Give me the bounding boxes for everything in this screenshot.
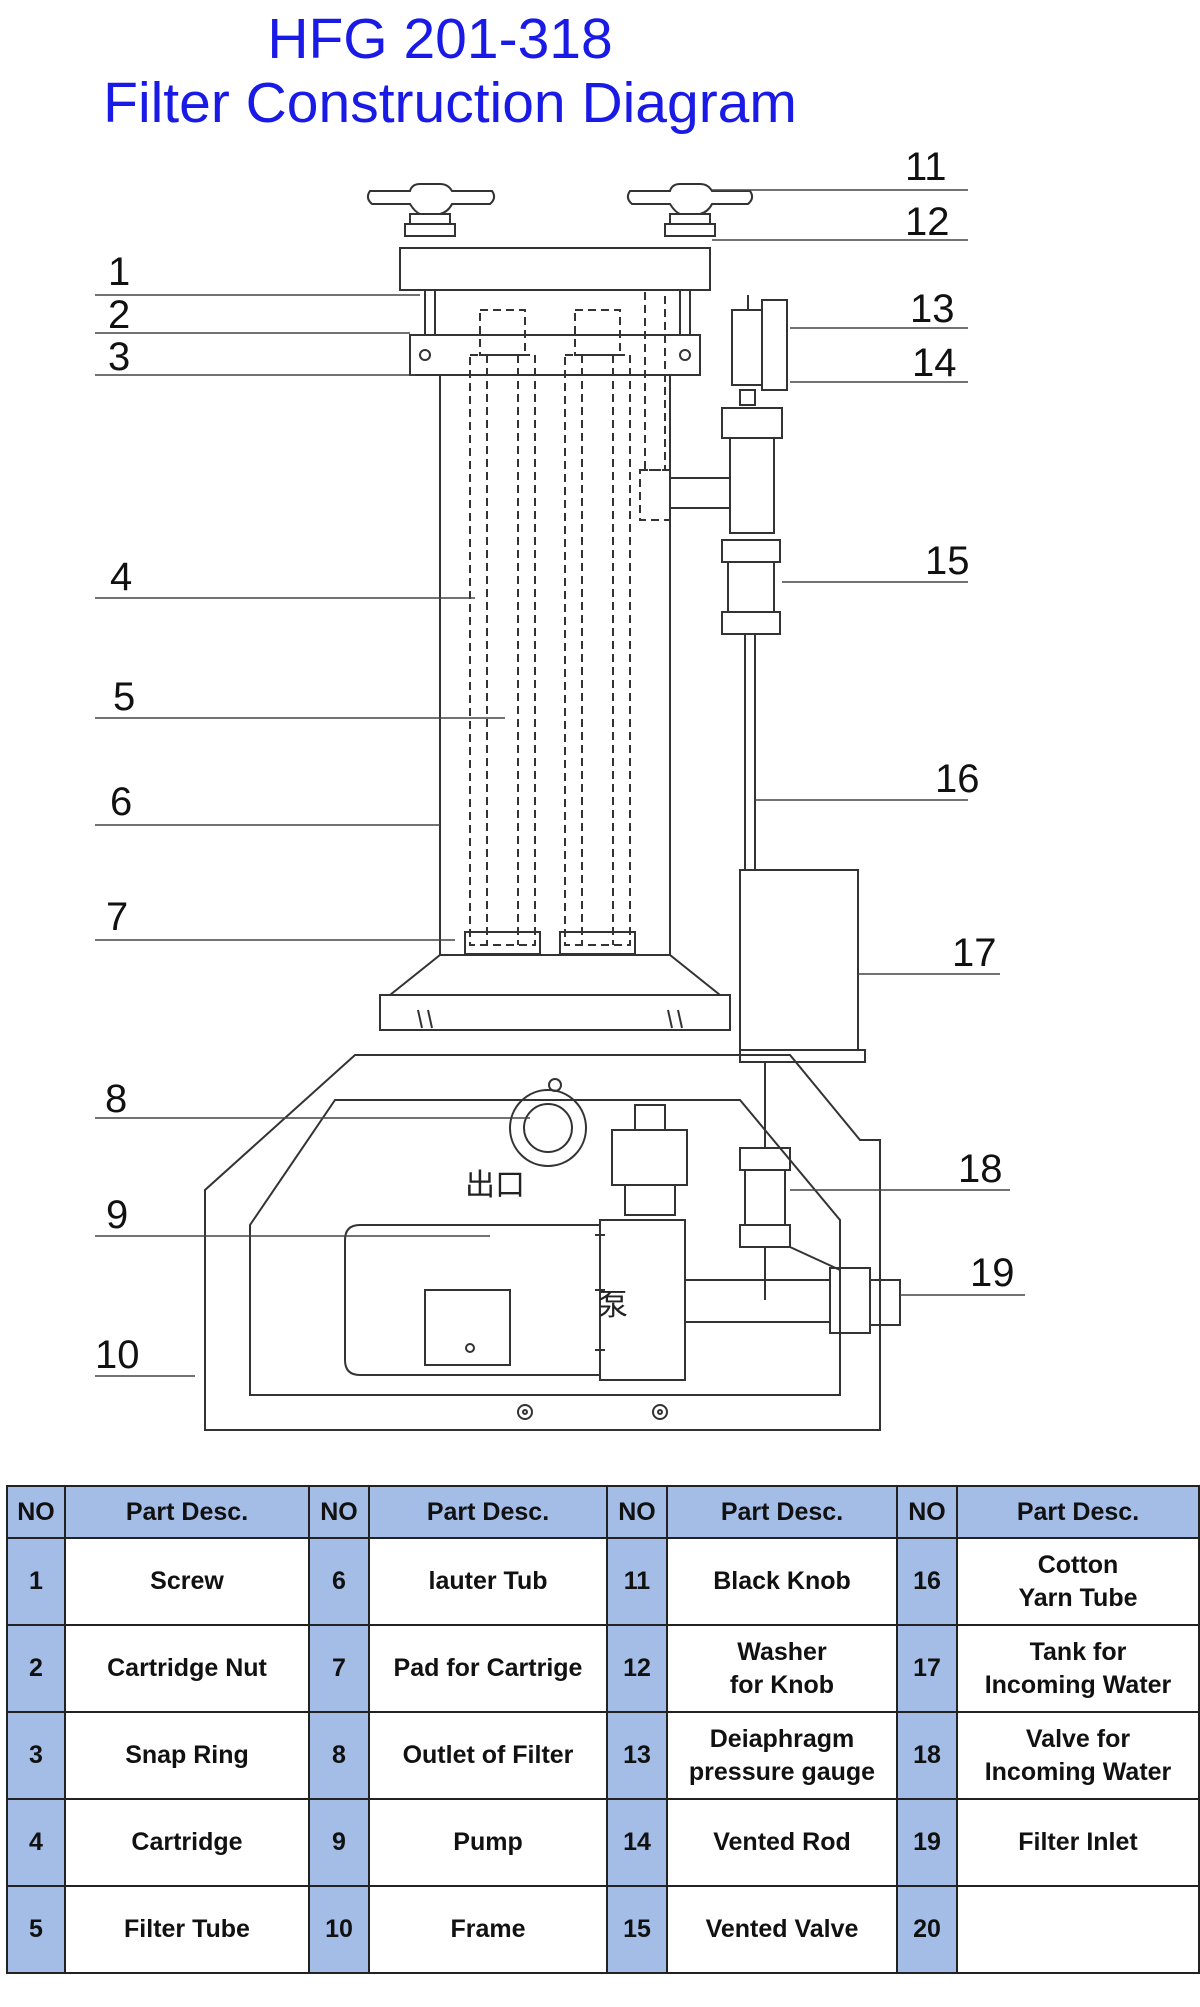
part-number-cell: 4 [6, 1798, 66, 1887]
part-number-cell: 11 [606, 1537, 668, 1626]
label-17: 17 [952, 931, 997, 975]
part-description-cell: Washer for Knob [666, 1624, 898, 1713]
part-number-cell: 6 [308, 1537, 370, 1626]
part-description-cell: Vented Rod [666, 1798, 898, 1887]
table-header-row: NO Part Desc. NO Part Desc. NO Part Desc… [6, 1485, 1200, 1539]
header-part-desc: Part Desc. [956, 1485, 1200, 1539]
label-11: 11 [905, 145, 947, 189]
part-number-cell: 19 [896, 1798, 958, 1887]
label-1: 1 [108, 250, 130, 294]
label-12: 12 [905, 200, 950, 244]
filter-outlet [509, 1089, 587, 1167]
part-description-cell: Filter Inlet [956, 1798, 1200, 1887]
label-9: 9 [106, 1193, 128, 1237]
label-13: 13 [910, 287, 955, 331]
parts-table: NO Part Desc. NO Part Desc. NO Part Desc… [6, 1485, 1200, 1974]
frame [204, 1054, 881, 1431]
part-number-cell: 18 [896, 1711, 958, 1800]
header-part-desc: Part Desc. [666, 1485, 898, 1539]
part-description-cell: Deiaphragm pressure gauge [666, 1711, 898, 1800]
black-knob-left [366, 183, 496, 237]
part-number-cell: 9 [308, 1798, 370, 1887]
diagram-title-line2: Filter Construction Diagram [103, 71, 797, 135]
label-19: 19 [970, 1251, 1015, 1295]
cartridges [469, 289, 671, 946]
header-no: NO [6, 1485, 66, 1539]
label-8: 8 [105, 1077, 127, 1121]
part-number-cell: 7 [308, 1624, 370, 1713]
part-description-cell: Snap Ring [64, 1711, 310, 1800]
pump [344, 1219, 686, 1381]
part-description-cell: Cartridge [64, 1798, 310, 1887]
part-description-cell: Filter Tube [64, 1885, 310, 1974]
label-3: 3 [108, 335, 130, 379]
incoming-water-tank [739, 869, 859, 1051]
header-no: NO [896, 1485, 958, 1539]
part-description-cell: Tank for Incoming Water [956, 1624, 1200, 1713]
part-description-cell: Cartridge Nut [64, 1624, 310, 1713]
header-part-desc: Part Desc. [368, 1485, 608, 1539]
part-description-cell [956, 1885, 1200, 1974]
label-14: 14 [912, 341, 957, 385]
header-no: NO [606, 1485, 668, 1539]
outlet-text: 出口 [465, 1168, 525, 1203]
part-number-cell: 10 [308, 1885, 370, 1974]
part-description-cell: Outlet of Filter [368, 1711, 608, 1800]
label-7: 7 [106, 895, 128, 939]
part-description-cell: Pump [368, 1798, 608, 1887]
part-description-cell: Cotton Yarn Tube [956, 1537, 1200, 1626]
diagram-title-line1: HFG 201-318 [267, 7, 613, 71]
part-description-cell: Vented Valve [666, 1885, 898, 1974]
header-no: NO [308, 1485, 370, 1539]
part-description-cell: Frame [368, 1885, 608, 1974]
label-15: 15 [925, 539, 970, 583]
black-knob-right [626, 183, 754, 237]
label-10: 10 [95, 1333, 140, 1377]
pump-text: 泵 [598, 1288, 628, 1323]
part-description-cell: Screw [64, 1537, 310, 1626]
part-number-cell: 3 [6, 1711, 66, 1800]
header-part-desc: Part Desc. [64, 1485, 310, 1539]
part-number-cell: 1 [6, 1537, 66, 1626]
part-description-cell: Pad for Cartrige [368, 1624, 608, 1713]
part-number-cell: 2 [6, 1624, 66, 1713]
part-number-cell: 14 [606, 1798, 668, 1887]
label-5: 5 [113, 675, 135, 719]
part-number-cell: 12 [606, 1624, 668, 1713]
lauter-tub [439, 374, 671, 956]
label-16: 16 [935, 757, 980, 801]
snap-ring [409, 334, 701, 376]
label-18: 18 [958, 1147, 1003, 1191]
filter-construction-drawing: 1 2 3 4 5 6 7 8 9 10 11 12 13 14 15 16 1… [95, 145, 1025, 1431]
label-2: 2 [108, 293, 130, 337]
part-description-cell: Valve for Incoming Water [956, 1711, 1200, 1800]
part-description-cell: Black Knob [666, 1537, 898, 1626]
pressure-gauge [731, 295, 788, 406]
part-number-cell: 17 [896, 1624, 958, 1713]
part-number-cell: 13 [606, 1711, 668, 1800]
part-number-cell: 20 [896, 1885, 958, 1974]
part-number-cell: 16 [896, 1537, 958, 1626]
top-cover-plate [399, 247, 711, 291]
part-number-cell: 8 [308, 1711, 370, 1800]
part-number-cell: 5 [6, 1885, 66, 1974]
label-6: 6 [110, 780, 132, 824]
part-description-cell: lauter Tub [368, 1537, 608, 1626]
label-4: 4 [110, 555, 132, 599]
part-number-cell: 15 [606, 1885, 668, 1974]
